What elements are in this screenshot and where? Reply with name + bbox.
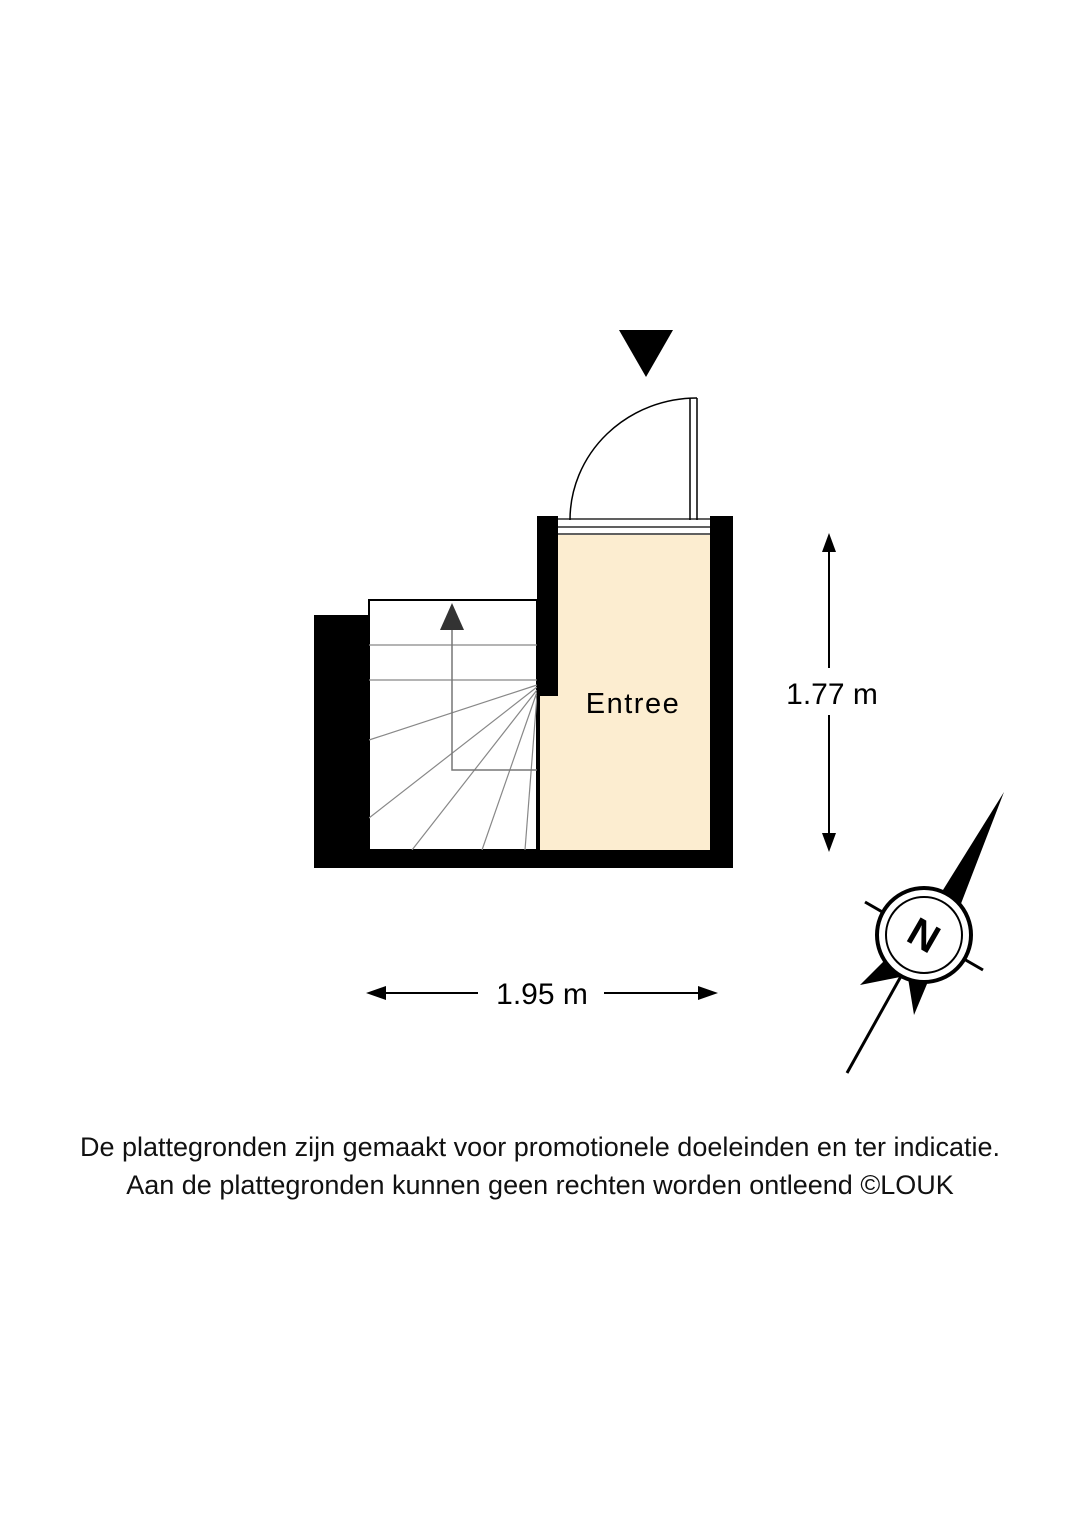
staircase bbox=[368, 599, 538, 851]
height-dimension bbox=[822, 533, 836, 852]
disclaimer-line-1: De plattegronden zijn gemaakt voor promo… bbox=[79, 1132, 1001, 1162]
compass-north-icon: N bbox=[845, 792, 1004, 1074]
room-entree bbox=[540, 535, 717, 851]
entrance-marker-icon bbox=[619, 330, 673, 377]
stair-direction-arrow-icon bbox=[440, 603, 464, 630]
width-dimension-label: 1.95 m bbox=[496, 978, 588, 1011]
door-threshold bbox=[558, 518, 710, 535]
room-label: Entree bbox=[586, 688, 680, 720]
door-swing bbox=[569, 397, 698, 521]
disclaimer-line-2: Aan de plattegronden kunnen geen rechten… bbox=[126, 1170, 954, 1200]
walls bbox=[314, 516, 733, 868]
disclaimer: De plattegronden zijn gemaakt voor promo… bbox=[0, 1128, 1080, 1204]
width-dimension bbox=[366, 986, 718, 1000]
height-dimension-label: 1.77 m bbox=[786, 678, 878, 711]
